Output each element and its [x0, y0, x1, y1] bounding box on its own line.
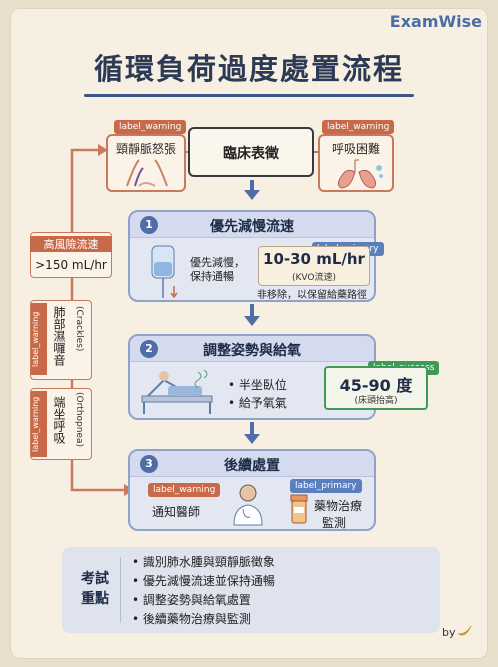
lungs-icon	[337, 159, 383, 189]
high-risk-title: 高風險流速	[30, 236, 112, 252]
step-3-card: 3 後續處置 label_warning 通知醫師 label_primary …	[128, 449, 376, 531]
exam-focus-item: • 調整姿勢與給氧處置	[132, 593, 251, 607]
step-2-number: 2	[140, 340, 158, 358]
exam-focus-box: 考試 重點 • 識別肺水腫與頸靜脈徵象 • 優先減慢流速並保持通暢 • 調整姿勢…	[62, 547, 440, 633]
flow-arrow-down	[244, 434, 260, 444]
title-underline	[84, 94, 414, 97]
step-1-value: 10-30 mL/hr	[263, 250, 365, 268]
step-1-card: 1 優先減慢流速 優先減慢， 保持通暢 label_primary 10-30 …	[128, 210, 384, 302]
orthopnea-tag: label_warning	[31, 391, 47, 457]
pill-bottle-icon	[290, 494, 308, 524]
banana-icon	[457, 625, 472, 636]
crackles-tag: label_warning	[31, 303, 47, 375]
step-3-right-label-1: 藥物治療	[314, 499, 363, 513]
step-3-left-label: 通知醫師	[152, 505, 201, 519]
step-2-header	[130, 336, 374, 362]
exam-focus-list: • 識別肺水腫與頸靜脈徵象 • 優先減慢流速並保持通暢 • 調整姿勢與給氧處置 …	[132, 553, 275, 629]
brand-logo: ExamWise	[389, 12, 482, 31]
exam-focus-divider	[120, 557, 121, 623]
flow-arrow-stem	[250, 304, 254, 316]
flow-arrow-down	[244, 316, 260, 326]
step-1-value-box	[258, 246, 370, 286]
step-3-number: 3	[140, 455, 158, 473]
step-3-header	[130, 451, 374, 477]
step-2-bullet-2: • 給予氧氣	[228, 396, 287, 410]
by-signature: by	[442, 626, 456, 639]
step-3-left-tag: label_warning	[148, 483, 221, 497]
step-2-bullet-1: • 半坐臥位	[228, 378, 287, 392]
page-title: 循環負荷過度處置流程	[93, 52, 404, 86]
exam-focus-item: • 後續藥物治療與監測	[132, 612, 251, 626]
dyspnea-label: 呼吸困難	[331, 142, 380, 156]
orthopnea-label: 端坐呼吸	[52, 396, 66, 444]
clinical-signs-label: 臨床表徵	[223, 146, 279, 162]
step-1-text-2: 保持通暢	[190, 270, 234, 283]
step-2-value-box	[324, 366, 428, 410]
flow-arrow-stem	[250, 422, 254, 436]
step-2-card: 2 調整姿勢與給氧 • 半坐臥位 • 給予氧氣	[128, 334, 376, 420]
orthopnea-sub: (Orthopnea)	[74, 392, 84, 448]
step-1-header	[130, 212, 374, 238]
jvd-label: 頸靜脈怒張	[115, 142, 176, 156]
dyspnea-box: 呼吸困難	[318, 134, 394, 192]
doctor-icon	[233, 484, 263, 526]
jvd-box: 頸靜脈怒張	[106, 134, 186, 192]
exam-focus-title-1: 考試	[81, 571, 109, 587]
crackles-label: 肺部濕囉音	[52, 306, 66, 366]
flow-arrow-down	[244, 190, 260, 200]
flow-arrow-stem	[250, 180, 254, 190]
tag-warning-dyspnea: label_warning	[322, 120, 395, 134]
high-risk-value: >150 mL/hr	[35, 258, 107, 272]
exam-focus-item: • 識別肺水腫與頸靜脈徵象	[132, 555, 275, 569]
step-3-right-tag: label_primary	[290, 479, 362, 493]
clinical-signs-box	[188, 127, 314, 177]
neck-icon	[126, 159, 168, 187]
step-1-title: 優先減慢流速	[210, 219, 294, 235]
exam-focus-item: • 優先減慢流速並保持通暢	[132, 574, 275, 588]
hospital-bed-icon	[141, 369, 213, 414]
flow-arrowhead-top	[98, 144, 108, 156]
step-2-title: 調整姿勢與給氧	[203, 343, 301, 359]
crackles-sub: (Crackles)	[74, 306, 84, 352]
step-1-value-sub: (KVO流速)	[291, 273, 336, 283]
tag-warning-jvd: label_warning	[114, 120, 187, 134]
step-1-number: 1	[140, 216, 158, 234]
step-1-text-1: 優先減慢，	[190, 256, 245, 269]
iv-bag-icon	[151, 245, 178, 299]
step-3-right-label-2: 監測	[322, 516, 347, 530]
step-1-note: 非移除，以保留給藥路徑	[257, 290, 367, 301]
step-3-title: 後續處置	[224, 458, 280, 474]
exam-focus-title-2: 重點	[81, 591, 109, 607]
step-2-value: 45-90 度	[339, 376, 413, 395]
step-2-value-sub: (床頭抬高)	[354, 396, 398, 406]
